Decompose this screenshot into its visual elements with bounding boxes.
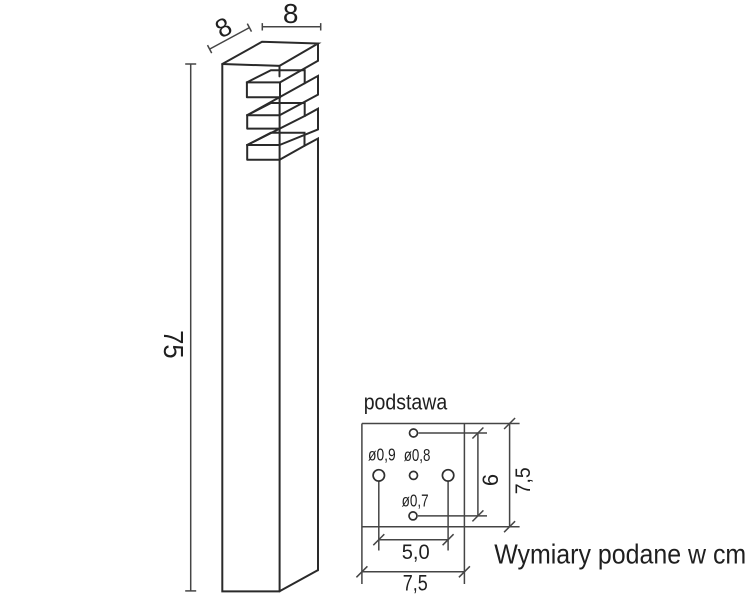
svg-text:7,5: 7,5 (512, 467, 535, 494)
svg-text:75: 75 (158, 330, 189, 359)
svg-text:8: 8 (283, 0, 299, 29)
svg-text:Wymiary podane w cm: Wymiary podane w cm (494, 538, 746, 569)
svg-text:8: 8 (210, 11, 237, 44)
svg-text:ø0,8: ø0,8 (404, 445, 431, 465)
svg-text:7,5: 7,5 (403, 571, 428, 596)
svg-text:5,0: 5,0 (402, 540, 430, 564)
svg-text:6: 6 (478, 474, 503, 486)
svg-text:ø0,7: ø0,7 (402, 490, 429, 510)
svg-text:podstawa: podstawa (364, 389, 448, 414)
svg-text:ø0,9: ø0,9 (368, 445, 396, 465)
